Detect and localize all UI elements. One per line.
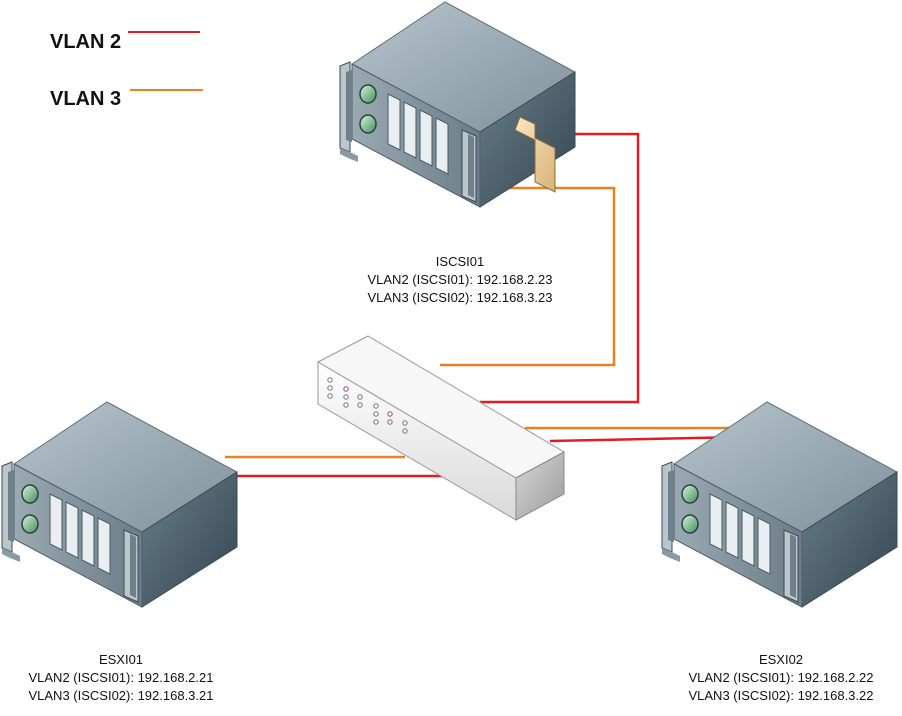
link-iscsi01-switch-vlan2 bbox=[480, 132, 640, 404]
node-name-esxi02: ESXI02 bbox=[759, 652, 803, 667]
legend-label-vlan2: VLAN 2 bbox=[50, 31, 121, 53]
node-ip-vlan2-iscsi01: VLAN2 (ISCSI01): 192.168.2.23 bbox=[367, 272, 552, 287]
node-name-esxi01: ESXI01 bbox=[99, 652, 143, 667]
node-name-iscsi01: ISCSI01 bbox=[436, 254, 484, 269]
switch-ports bbox=[327, 377, 408, 434]
label-iscsi01: ISCSI01 VLAN2 (ISCSI01): 192.168.2.23 VL… bbox=[367, 254, 552, 305]
label-esxi01: ESXI01 VLAN2 (ISCSI01): 192.168.2.21 VLA… bbox=[28, 652, 213, 703]
node-ip-vlan3-esxi02: VLAN3 (ISCSI02): 192.168.3.22 bbox=[688, 688, 873, 703]
server-esxi01 bbox=[1, 401, 238, 608]
legend-item-vlan2: VLAN 2 bbox=[50, 31, 200, 53]
node-ip-vlan3-iscsi01: VLAN3 (ISCSI02): 192.168.3.23 bbox=[367, 290, 552, 305]
node-ip-vlan2-esxi02: VLAN2 (ISCSI01): 192.168.2.22 bbox=[688, 670, 873, 685]
legend-item-vlan3: VLAN 3 bbox=[50, 88, 203, 110]
server-esxi02 bbox=[661, 401, 898, 608]
legend-label-vlan3: VLAN 3 bbox=[50, 88, 121, 110]
legend: VLAN 2 VLAN 3 bbox=[50, 31, 203, 110]
link-switch-esxi02-vlan2 bbox=[549, 435, 743, 443]
label-esxi02: ESXI02 VLAN2 (ISCSI01): 192.168.2.22 VLA… bbox=[688, 652, 873, 703]
storage-tab bbox=[514, 116, 556, 193]
server-iscsi01 bbox=[339, 1, 576, 208]
node-ip-vlan3-esxi01: VLAN3 (ISCSI02): 192.168.3.21 bbox=[28, 688, 213, 703]
node-ip-vlan2-esxi01: VLAN2 (ISCSI01): 192.168.2.21 bbox=[28, 670, 213, 685]
network-switch bbox=[316, 335, 566, 521]
